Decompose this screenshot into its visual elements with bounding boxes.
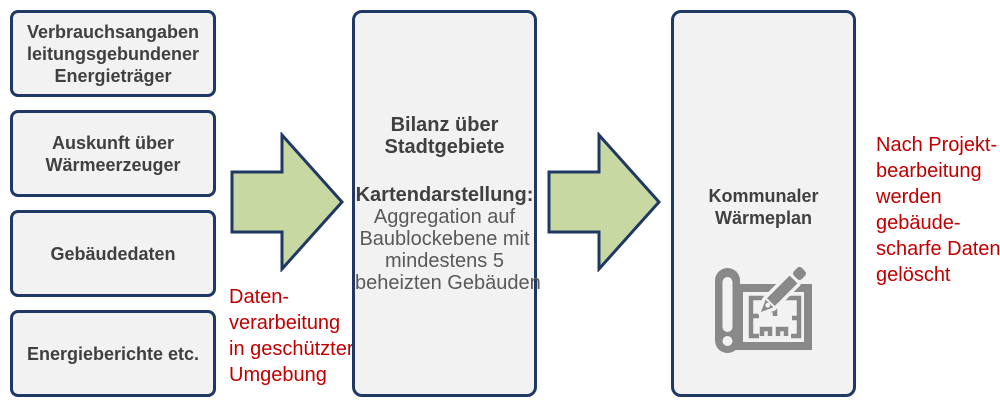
output-box-title: Kommunaler Wärmeplan (708, 186, 819, 228)
input-box-consumption-data: Verbrauchsangaben leitungsgebundener Ene… (10, 10, 216, 97)
input-box-energy-reports: Energieberichte etc. (10, 310, 216, 397)
input-box-label: Auskunft über Wärmeerzeuger (45, 132, 181, 175)
blueprint-pencil-icon (715, 266, 812, 353)
scroll-edge (715, 268, 740, 353)
process-box-title: Bilanz über Stadtgebiete (384, 113, 505, 158)
right-arrow-icon (547, 132, 662, 272)
input-box-label: Gebäudedaten (50, 243, 176, 264)
process-box-subtitle: Kartendarstellung: (355, 183, 534, 206)
right-arrow-icon (230, 132, 345, 272)
process-box-city-balance: Bilanz über Stadtgebiete Kartendarstellu… (352, 10, 541, 397)
input-box-building-data: Gebäudedaten (10, 210, 216, 297)
annotation-protected-processing: Daten- verarbeitung in geschützter Umgeb… (229, 286, 354, 386)
input-box-heat-generators: Auskunft über Wärmeerzeuger (10, 110, 216, 197)
pencil (757, 266, 810, 316)
output-box-heat-plan: Kommunaler Wärmeplan (671, 10, 856, 397)
input-box-label: Energieberichte etc. (26, 343, 200, 364)
input-box-label: Verbrauchsangaben leitungsgebundener Ene… (26, 21, 200, 86)
annotation-data-deletion: Nach Projekt- bearbeitung werden gebäude… (876, 134, 1000, 286)
process-box-body: Aggregation auf Baublockebene mit mindes… (355, 205, 541, 294)
